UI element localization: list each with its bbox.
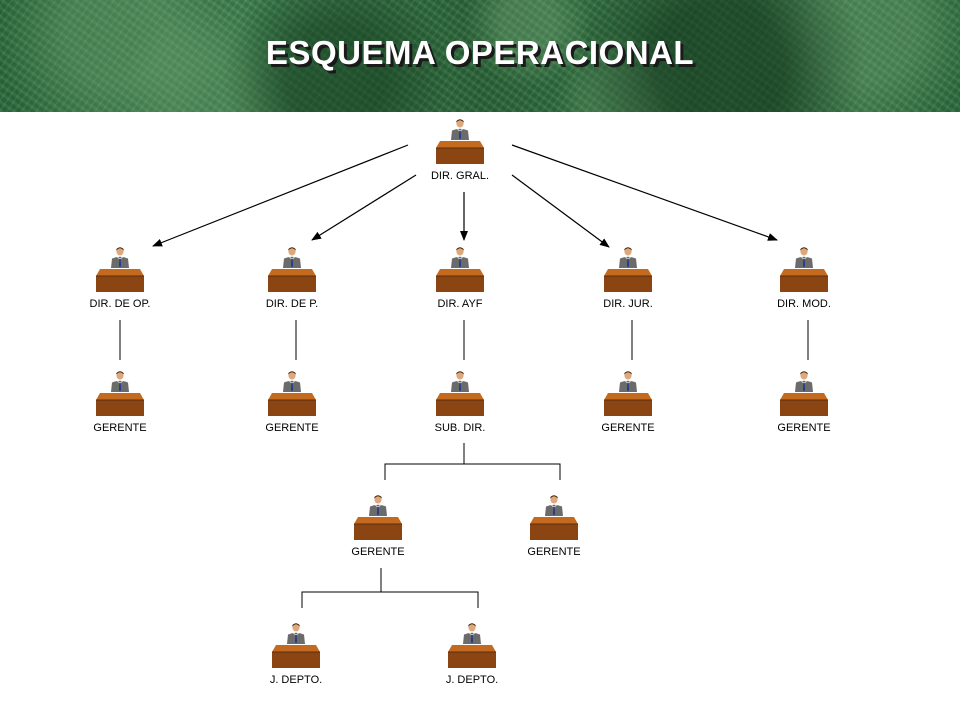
arrow-gral-to-mod [511, 144, 778, 241]
executive-at-desk-icon [268, 247, 316, 292]
node-gerente-jur: GERENTE [568, 370, 688, 442]
node-label: GERENTE [93, 422, 147, 434]
page-title: ESQUEMA OPERACIONAL [265, 34, 695, 71]
executive-at-desk-icon [354, 495, 402, 540]
node-dir-ayf: DIR. AYF [400, 246, 520, 318]
executive-at-desk-icon [780, 247, 828, 292]
node-gerente-mod: GERENTE [744, 370, 864, 442]
arrow-gral-to-p [311, 174, 417, 241]
node-dir-jur: DIR. JUR. [568, 246, 688, 318]
executive-at-desk-icon [604, 371, 652, 416]
arrow-gral-to-op [152, 144, 409, 247]
executive-at-desk-icon [436, 247, 484, 292]
node-gerente-sub-1: GERENTE [318, 494, 438, 566]
executive-at-desk-icon [604, 247, 652, 292]
node-dir-mod: DIR. MOD. [744, 246, 864, 318]
node-label: GERENTE [601, 422, 655, 434]
node-label: DIR. JUR. [603, 298, 653, 310]
node-label: J. DEPTO. [269, 674, 323, 686]
node-gerente-p: GERENTE [232, 370, 352, 442]
executive-at-desk-icon [530, 495, 578, 540]
node-label: DIR. GRAL. [430, 170, 490, 182]
executive-at-desk-icon [272, 623, 320, 668]
node-sub-dir: SUB. DIR. [400, 370, 520, 442]
executive-at-desk-icon [96, 247, 144, 292]
executive-at-desk-icon [96, 371, 144, 416]
node-dir-gral: DIR. GRAL. [400, 118, 520, 190]
node-label: DIR. MOD. [777, 298, 831, 310]
bracket-subdir-to-gerentes [384, 443, 561, 480]
executive-at-desk-icon [268, 371, 316, 416]
node-label: GERENTE [527, 546, 581, 558]
executive-at-desk-icon [436, 371, 484, 416]
node-label: DIR. AYF [437, 298, 483, 310]
node-dir-op: DIR. DE OP. [60, 246, 180, 318]
node-label: GERENTE [351, 546, 405, 558]
executive-at-desk-icon [436, 119, 484, 164]
arrow-gral-to-jur [511, 174, 610, 248]
node-label: GERENTE [265, 422, 319, 434]
node-jdepto-1: J. DEPTO. [236, 622, 356, 694]
node-dir-p: DIR. DE P. [232, 246, 352, 318]
node-label: J. DEPTO. [445, 674, 499, 686]
node-label: DIR. DE OP. [89, 298, 151, 310]
node-label: GERENTE [777, 422, 831, 434]
node-gerente-op: GERENTE [60, 370, 180, 442]
node-label: SUB. DIR. [434, 422, 486, 434]
node-jdepto-2: J. DEPTO. [412, 622, 532, 694]
bracket-gerente-to-jdeptos [301, 568, 479, 608]
node-label: DIR. DE P. [265, 298, 319, 310]
node-gerente-sub-2: GERENTE [494, 494, 614, 566]
executive-at-desk-icon [448, 623, 496, 668]
title-banner: ESQUEMA OPERACIONAL [0, 0, 960, 112]
executive-at-desk-icon [780, 371, 828, 416]
